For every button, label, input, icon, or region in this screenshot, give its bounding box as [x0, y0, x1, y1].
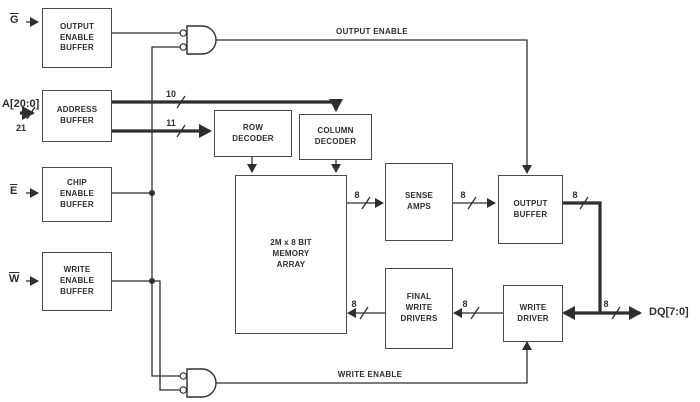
gate-input-bubble: [179, 386, 188, 394]
row-bus-width-label: 11: [166, 118, 176, 128]
column-bus-width-label: 10: [166, 89, 176, 99]
memory-array-box: 2M x 8 BIT MEMORY ARRAY: [235, 175, 347, 334]
w-signal-label: W: [9, 273, 20, 285]
address-buffer-box: ADDRESS BUFFER: [42, 90, 112, 142]
bus-slash: [467, 196, 477, 210]
dq-signal-label: DQ[7:0]: [649, 306, 689, 318]
write-enable-label: WRITE ENABLE: [338, 370, 403, 379]
final-write-drivers-box: FINAL WRITE DRIVERS: [385, 268, 453, 349]
column-address-bus: [110, 99, 343, 112]
bus-slash: [361, 196, 371, 210]
address-width-label: 21: [16, 123, 26, 133]
bus-width-label: 8: [603, 299, 608, 309]
sense-amps-box: SENSE AMPS: [385, 163, 453, 241]
write-enable-route: [216, 341, 532, 384]
chip-enable-buffer-box: CHIP ENABLE BUFFER: [42, 167, 112, 222]
bus-slash: [359, 306, 369, 320]
output-buffer-box: OUTPUT BUFFER: [498, 175, 563, 244]
bus-slash: [470, 306, 480, 320]
bus-slash: [176, 124, 186, 138]
write-enable-buffer-box: WRITE ENABLE BUFFER: [42, 252, 112, 311]
gate-input-bubble: [179, 43, 188, 51]
bus-width-label: 8: [354, 190, 359, 200]
g-signal-label: G: [10, 14, 19, 26]
output-data-bus: [561, 201, 602, 313]
bus-slash: [611, 306, 621, 320]
bus-slash: [26, 106, 36, 120]
gate-input-bubble: [179, 372, 188, 380]
chip-enable-junction-dot: [149, 190, 155, 196]
output-enable-buffer-box: OUTPUT ENABLE BUFFER: [42, 8, 112, 68]
chip-enable-vertical-line: [151, 46, 181, 377]
column-decoder-box: COLUMN DECODER: [299, 114, 372, 160]
row-decoder-box: ROW DECODER: [214, 110, 292, 157]
bus-slash: [176, 95, 186, 109]
bus-width-label: 8: [572, 190, 577, 200]
e-signal-label: E: [10, 185, 18, 197]
gate-input-bubble: [179, 29, 188, 37]
output-enable-label: OUTPUT ENABLE: [336, 27, 408, 36]
address-signal-label: A[20:0]: [2, 98, 40, 110]
bus-width-label: 8: [460, 190, 465, 200]
write-enable-junction-dot: [149, 278, 155, 284]
write-enable-and-gate: [186, 368, 217, 398]
bus-width-label: 8: [462, 299, 467, 309]
write-driver-box: WRITE DRIVER: [503, 285, 563, 342]
output-enable-and-gate: [186, 25, 217, 55]
bus-width-label: 8: [351, 299, 356, 309]
output-enable-route: [216, 39, 532, 174]
write-enable-out-line: [110, 280, 181, 391]
bus-slash: [579, 196, 589, 210]
